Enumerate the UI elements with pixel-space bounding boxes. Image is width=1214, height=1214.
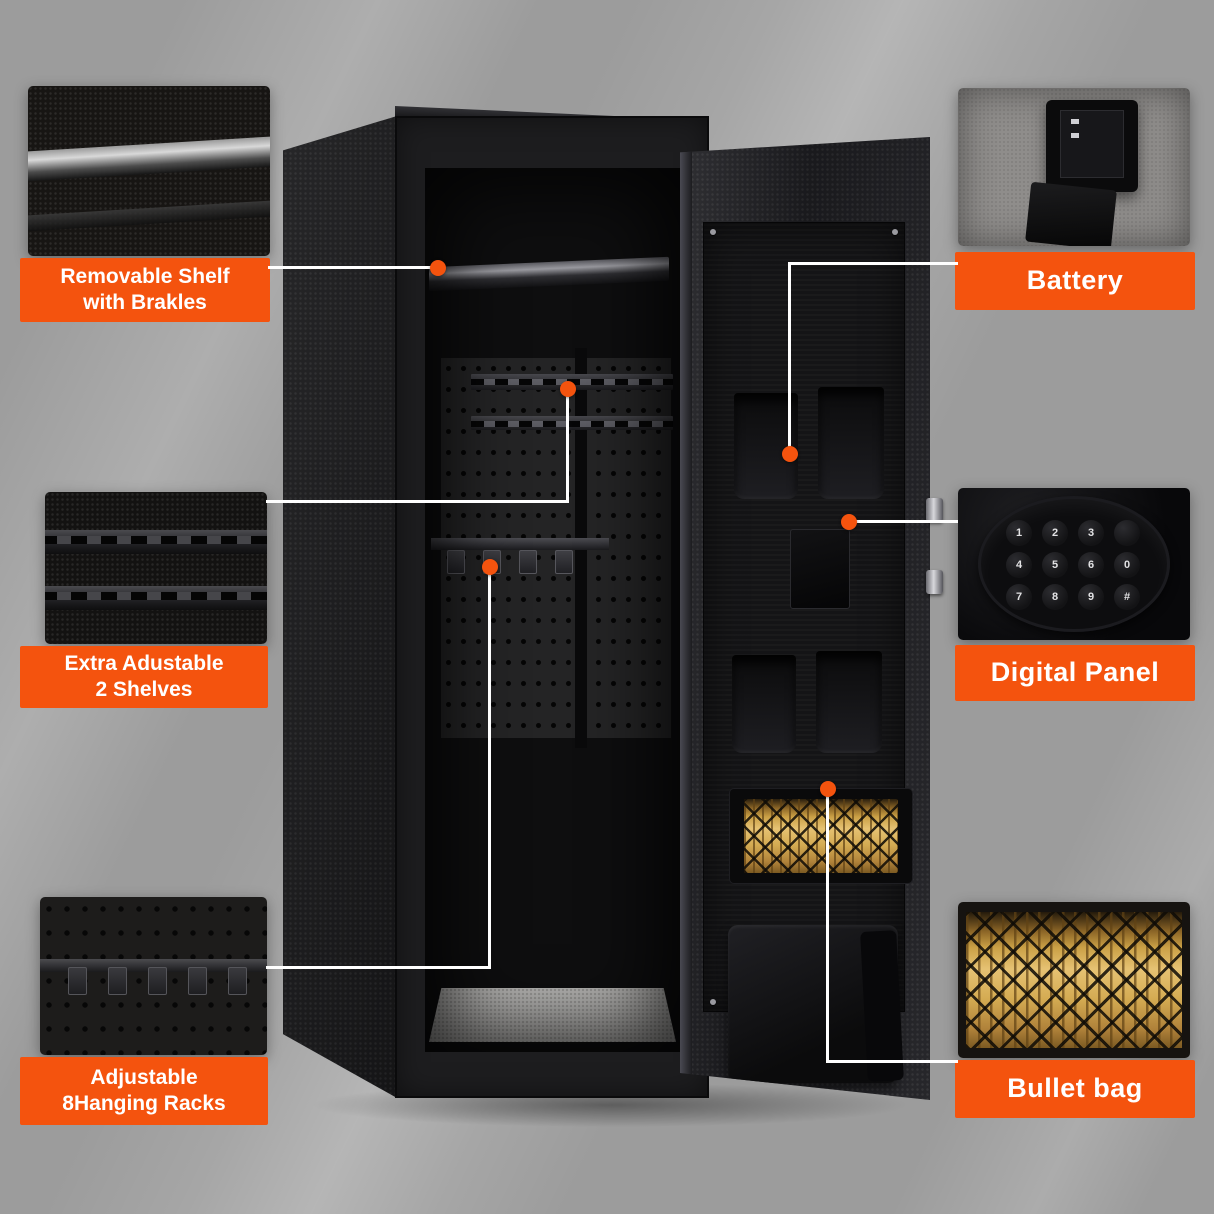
door-edge: [680, 137, 692, 1100]
safe-body: [395, 116, 709, 1098]
adjustable-shelf-2: [471, 416, 673, 430]
ammo-rounds: [966, 912, 1182, 1048]
shelf-slots: [471, 421, 673, 427]
keypad-key: 7: [1006, 584, 1032, 610]
keypad-key: 1: [1006, 520, 1032, 546]
rack-clip: [108, 967, 127, 995]
keypad-key: 8: [1042, 584, 1068, 610]
digital-panel-label: Digital Panel: [955, 645, 1195, 701]
bullet-bag-photo: [958, 902, 1190, 1058]
extra-shelves-label-text: Extra Adustable 2 Shelves: [64, 651, 224, 701]
connector-dot-bullet-bag: [820, 781, 836, 797]
keypad-key: 0: [1114, 552, 1140, 578]
keypad-key: [1114, 520, 1140, 546]
rack-clip: [68, 967, 87, 995]
screw-icon: [710, 229, 716, 235]
extra-shelves-label: Extra Adustable 2 Shelves: [20, 646, 268, 708]
keypad-key: 3: [1078, 520, 1104, 546]
battery-contact: [1071, 133, 1079, 138]
keypad-key: 9: [1078, 584, 1104, 610]
safe-floor-carpet: [429, 988, 676, 1042]
door-pocket: [816, 651, 882, 753]
hanging-rack-clip: [519, 550, 537, 574]
screw-icon: [710, 999, 716, 1005]
connector-line-bullet-bag: [826, 1060, 958, 1063]
connector-dot-removable-shelf: [430, 260, 446, 276]
hanging-racks-label-text: Adjustable 8Hanging Racks: [62, 1065, 226, 1115]
rack-clip: [188, 967, 207, 995]
keypad-key: 5: [1042, 552, 1068, 578]
shelf-bar-lower: [28, 200, 270, 232]
keypad-key: 6: [1078, 552, 1104, 578]
door-pocket: [818, 387, 884, 499]
connector-line-removable-shelf: [268, 266, 438, 269]
screw-icon: [892, 229, 898, 235]
rack-clip: [148, 967, 167, 995]
rack-rail: [40, 959, 267, 972]
hanging-rack-clip: [555, 550, 573, 574]
shelf-slots: [45, 592, 267, 600]
connector-line-extra-shelves: [266, 500, 569, 503]
lock-bolt: [926, 498, 943, 522]
hanging-racks-label: Adjustable 8Hanging Racks: [20, 1057, 268, 1125]
removable-shelf-label: Removable Shelf with Brakles: [20, 258, 270, 322]
keypad-key: #: [1114, 584, 1140, 610]
connector-dot-extra-shelves: [560, 381, 576, 397]
ammo-rounds: [744, 799, 898, 873]
battery-label-text: Battery: [1026, 265, 1124, 296]
battery-compartment: [1046, 100, 1138, 192]
removable-shelf: [429, 256, 669, 292]
connector-dot-battery: [782, 446, 798, 462]
hanging-rack-rail: [431, 538, 609, 550]
removable-shelf-label-text: Removable Shelf with Brakles: [60, 264, 230, 314]
connector-line-battery: [790, 262, 958, 265]
connector-line-hanging-racks: [488, 566, 491, 968]
battery-compartment-lid: [1025, 181, 1117, 246]
hanging-rack-clip: [447, 550, 465, 574]
shelf-bar: [45, 586, 267, 610]
battery-compartment-inner: [1060, 110, 1124, 178]
battery-pouch: [790, 529, 850, 609]
removable-shelf-photo: [28, 86, 270, 256]
hanging-racks-photo: [40, 897, 267, 1055]
shelf-slots: [45, 536, 267, 544]
shelf-bar: [28, 136, 270, 182]
extra-shelves-photo: [45, 492, 267, 644]
connector-line-battery: [788, 262, 791, 454]
digital-panel-photo: 1 2 3 4 5 6 0 7 8 9 #: [958, 488, 1190, 640]
keypad-key: 2: [1042, 520, 1068, 546]
connector-dot-digital-panel: [841, 514, 857, 530]
safe-interior: [425, 168, 680, 1052]
door-pocket: [732, 655, 796, 753]
connector-line-hanging-racks: [266, 966, 491, 969]
shelf-bar: [45, 530, 267, 554]
safe-door: [680, 137, 930, 1100]
rack-clip: [228, 967, 247, 995]
door-organizer-panel: [704, 223, 912, 1083]
safe-side-panel: [283, 116, 397, 1098]
connector-line-digital-panel: [848, 520, 958, 523]
battery-label: Battery: [955, 252, 1195, 310]
connector-line-bullet-bag: [826, 788, 829, 1062]
lock-bolt: [926, 570, 943, 594]
keypad-key: 4: [1006, 552, 1032, 578]
door-bullet-bag: [730, 789, 912, 883]
battery-photo: [958, 88, 1190, 246]
battery-contact: [1071, 119, 1079, 124]
keypad-grid: 1 2 3 4 5 6 0 7 8 9 #: [1006, 520, 1148, 614]
connector-line-extra-shelves: [566, 388, 569, 502]
bullet-bag-label-text: Bullet bag: [1007, 1073, 1143, 1104]
connector-dot-hanging-racks: [482, 559, 498, 575]
digital-panel-label-text: Digital Panel: [990, 657, 1160, 688]
bullet-bag-label: Bullet bag: [955, 1060, 1195, 1118]
